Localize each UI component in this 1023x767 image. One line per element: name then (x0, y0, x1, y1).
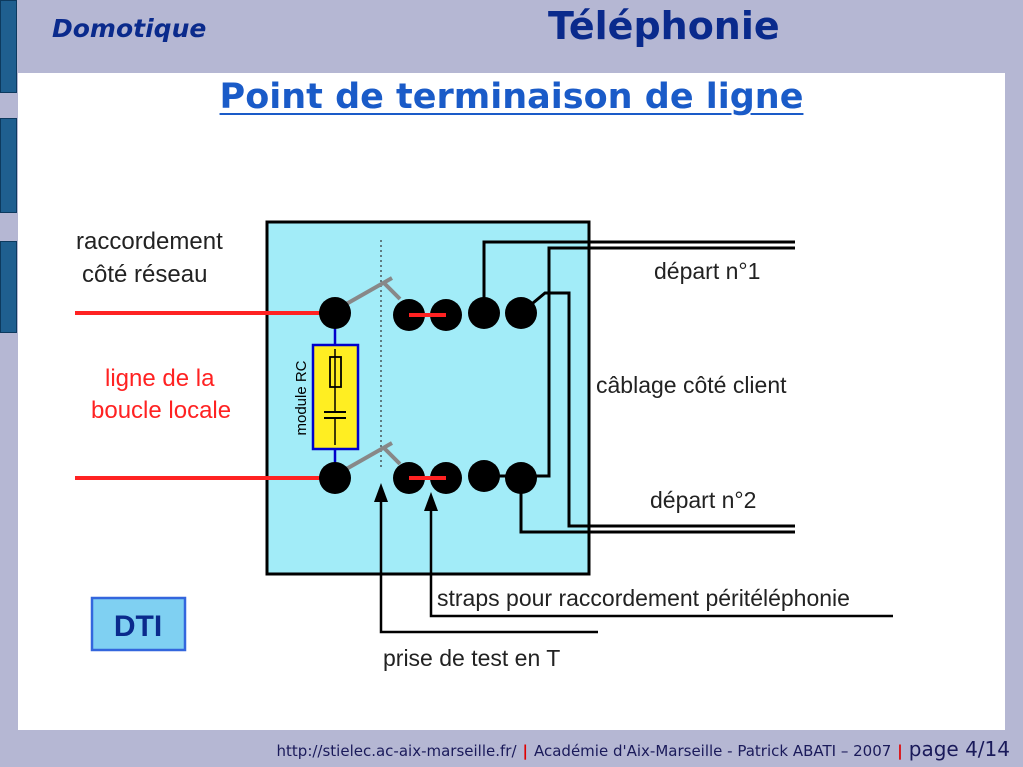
wire-depart1-b (484, 246, 795, 478)
label-network-side: raccordement côté réseau (76, 228, 229, 288)
page-number: page 4/14 (908, 737, 1010, 761)
footer: http://stielec.ac-aix-marseille.fr/ | Acad… (0, 737, 1010, 761)
terminal-bottom-1 (319, 462, 351, 494)
topic-title: Téléphonie (548, 4, 780, 48)
dti-badge-label: DTI (114, 610, 162, 643)
footer-url[interactable]: http://stielec.ac-aix-marseille.fr/ (276, 742, 517, 760)
label-test-socket: prise de test en T (383, 645, 560, 671)
side-tab-3 (0, 241, 17, 333)
footer-credit: Académie d'Aix-Marseille - Patrick ABATI… (534, 742, 892, 760)
section-label: Domotique (52, 14, 207, 43)
wire-depart1-a (482, 240, 795, 313)
label-local-loop: ligne de la boucle locale (91, 365, 231, 424)
dti-badge (90, 596, 187, 652)
arrow-straps-line (429, 509, 893, 618)
footer-separator-2: | (897, 742, 903, 760)
label-client-wiring: câblage côté client (596, 372, 787, 398)
switch-arm-top-end (382, 281, 402, 301)
switch-arm-top (340, 276, 393, 309)
terminal-top-1 (319, 297, 351, 329)
wire-depart2-b (519, 478, 795, 534)
slide-title: Point de terminaison de ligne (219, 77, 804, 117)
wire-depart2-a (520, 291, 795, 528)
switch-arm-bottom (340, 441, 393, 474)
arrow-test-head (374, 483, 388, 502)
side-tab-2 (0, 118, 17, 213)
label-departure-2: départ n°2 (650, 487, 756, 513)
label-straps: straps pour raccordement péritéléphonie (437, 585, 850, 611)
arrow-test-line (379, 500, 598, 634)
label-departure-1: départ n°1 (654, 258, 760, 284)
arrow-straps-head (424, 492, 438, 511)
switch-arm-bottom-end (382, 446, 402, 466)
rc-module-label: module RC (293, 360, 310, 435)
footer-separator-1: | (522, 742, 528, 760)
side-tab-1 (0, 0, 17, 93)
